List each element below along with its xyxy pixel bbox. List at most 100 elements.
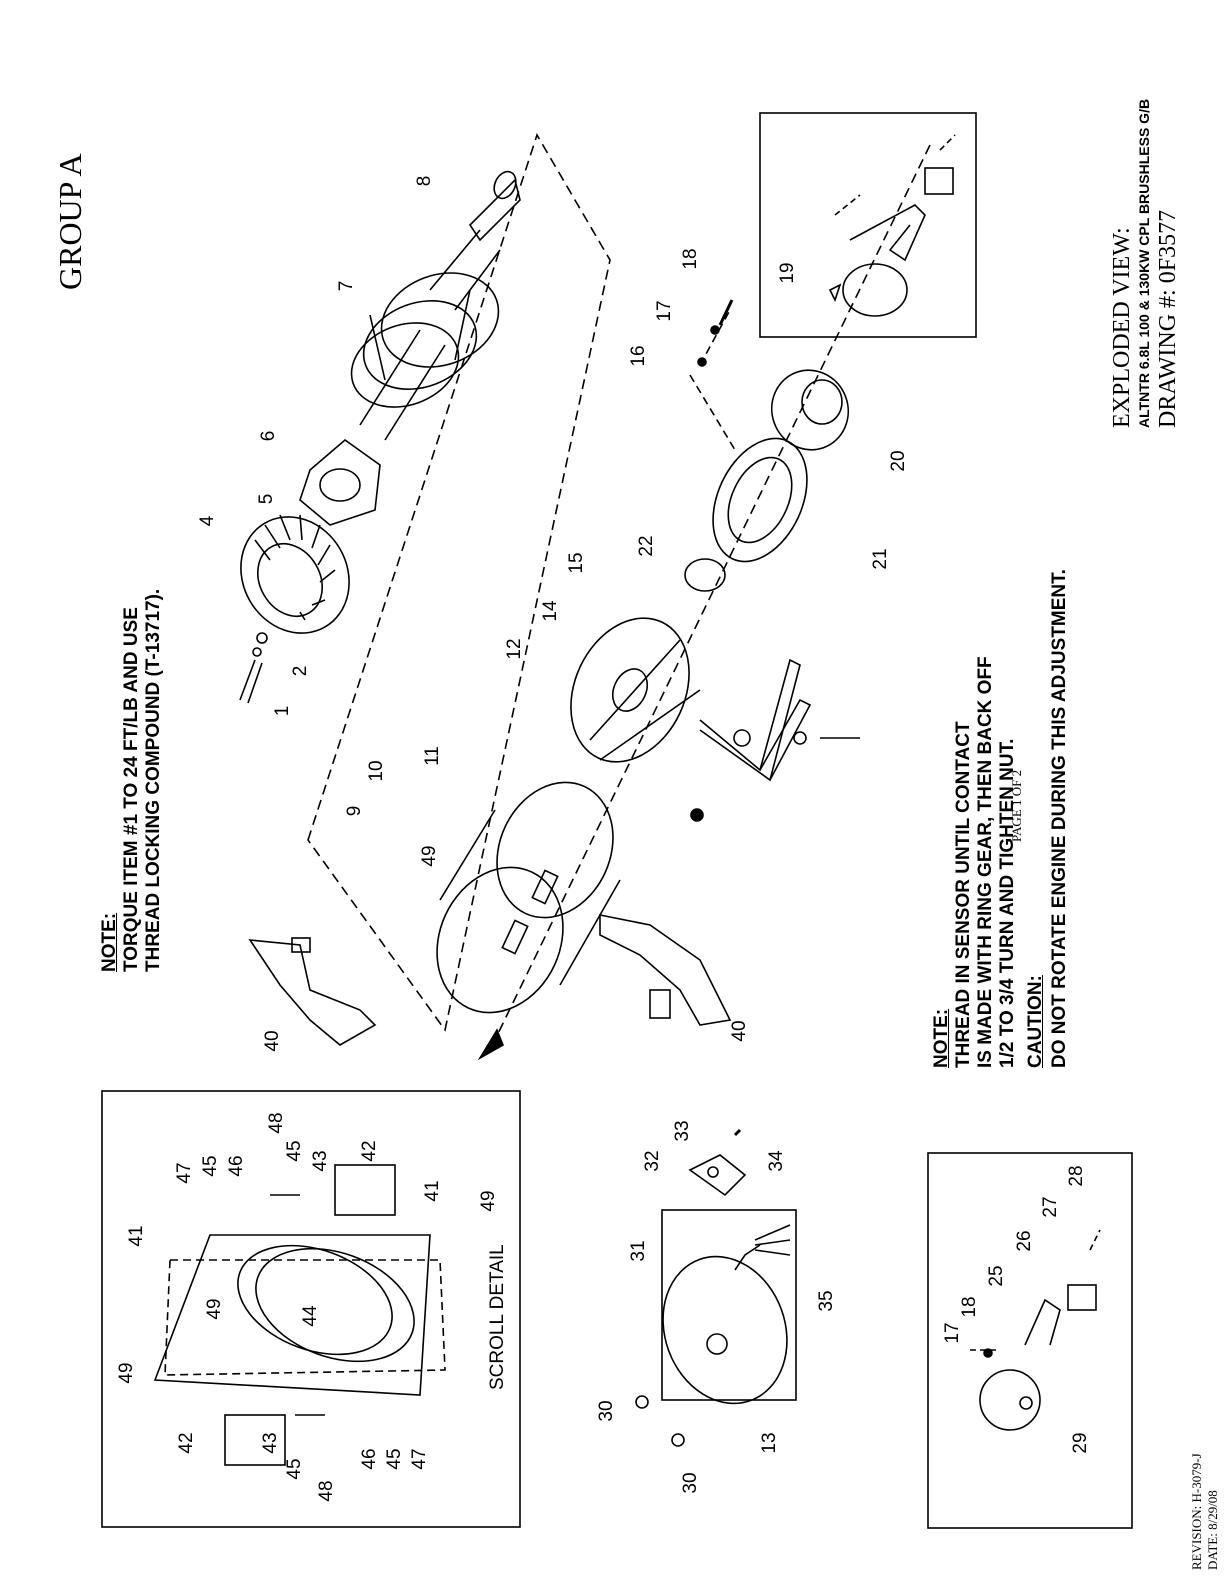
callout-17-bottom: 17 [942,1322,963,1344]
page-number: PAGE 1 OF 2 [1009,769,1024,842]
note-top-heading: NOTE: [99,912,120,972]
callout-45-c: 45 [200,1155,221,1177]
callout-20: 20 [888,450,909,472]
callout-6: 6 [258,430,279,442]
callout-14: 14 [540,600,561,622]
sleeve-part [684,558,726,592]
callout-40-top: 40 [262,1030,283,1052]
callout-1: 1 [272,705,293,717]
callout-49-b: 49 [204,1298,225,1320]
callout-49-a: 49 [116,1362,137,1384]
callout-7: 7 [336,280,357,292]
callout-46-b: 46 [226,1155,247,1177]
rotor-part [350,272,500,408]
brush-box-bottom-parts [970,1229,1101,1431]
callout-5: 5 [256,493,277,505]
callout-16: 16 [628,345,649,367]
callout-30-a: 30 [596,1400,617,1422]
callout-9: 9 [344,805,365,817]
scroll-detail-parts [153,1164,446,1466]
callout-12: 12 [504,638,525,660]
axis-line [489,144,931,1051]
bearing-part [770,369,850,451]
callout-15: 15 [566,552,587,574]
callout-42-bottom: 42 [359,1140,380,1162]
callout-26: 26 [1014,1230,1035,1252]
callout-47-a: 47 [409,1448,430,1470]
callout-45-d: 45 [284,1140,305,1162]
callout-34: 34 [766,1150,787,1172]
note-sensor-heading: NOTE: [931,1008,952,1068]
caution-heading: CAUTION: [1025,975,1046,1068]
brush-box-top-parts [828,134,956,317]
scroll-detail-label: SCROLL DETAIL [487,1244,508,1390]
bolt-part [239,632,268,704]
exploded-view-label: EXPLODED VIEW: [1109,227,1135,428]
callout-8: 8 [414,175,435,187]
callout-43-top: 43 [260,1432,281,1454]
callout-45-b: 45 [384,1448,405,1470]
clamp-part [688,1128,747,1197]
stator-housing-part [436,781,621,1014]
callout-4: 4 [197,515,218,527]
drawing-number: DRAWING #: 0F3577 [1155,209,1181,428]
group-heading: GROUP A [52,153,88,290]
callout-48-a: 48 [316,1480,337,1502]
callout-27: 27 [1040,1196,1061,1218]
callout-2: 2 [290,665,311,677]
callout-42-top: 42 [176,1432,197,1454]
exciter-ring-part [712,437,808,563]
callout-11: 11 [422,746,443,766]
axis-arrowhead [477,1028,505,1061]
callout-33: 33 [672,1120,693,1142]
assembly-dashed-outline [307,133,611,1032]
note-sensor-line1: THREAD IN SENSOR UNTIL CONTACT [953,721,974,1068]
callout-35: 35 [816,1290,837,1312]
end-bracket-part [570,617,701,763]
shaft-part [359,170,521,441]
note-top-heading-text: NOTE: [99,912,120,972]
product-title: ALTNTR 6.8L 100 & 130KW CPL BRUSHLESS G/… [1136,98,1152,428]
callout-48-b: 48 [266,1112,287,1134]
callout-31: 31 [628,1240,649,1262]
scroll-half-top [248,937,377,1046]
sensor-detail-box [661,1209,797,1401]
hub-part [299,438,381,526]
caution-text: DO NOT ROTATE ENGINE DURING THIS ADJUSTM… [1049,569,1070,1068]
scroll-half-bottom [599,914,732,1026]
note-sensor-line2: IS MADE WITH RING GEAR, THEN BACK OFF [975,656,996,1068]
caution-heading-text: CAUTION: [1025,975,1046,1068]
callout-25: 25 [986,1265,1007,1287]
hardware-leader [689,309,736,451]
callout-17: 17 [654,300,675,322]
callout-47-b: 47 [174,1162,195,1184]
screw-18 [718,299,734,326]
callout-49-main: 49 [419,845,440,867]
note-sensor-heading-text: NOTE: [931,1008,952,1068]
callout-41-top: 41 [126,1225,147,1247]
callout-29: 29 [1070,1432,1091,1454]
callout-40-bottom: 40 [729,1020,750,1042]
callout-41-bottom: 41 [422,1180,443,1202]
fan-part [240,514,350,634]
callout-19: 19 [777,262,798,284]
callout-45-a: 45 [284,1458,305,1480]
revision-date: DATE: 8/29/08 [1205,1490,1220,1570]
callout-32: 32 [642,1150,663,1172]
callout-43-bottom: 43 [310,1150,331,1172]
callout-18-bottom: 18 [959,1296,980,1318]
sensor-detail-parts [635,1224,791,1447]
callout-21: 21 [870,548,891,570]
revision: REVISION: H-3079-J [1189,1453,1204,1570]
callout-22: 22 [636,535,657,557]
brush-detail-box-bottom [927,1152,1133,1529]
callout-44: 44 [300,1305,321,1327]
callout-49-c: 49 [478,1190,499,1212]
callout-30-b: 30 [680,1472,701,1494]
callout-18: 18 [680,248,701,270]
washer-17 [710,325,720,335]
callout-28: 28 [1066,1165,1087,1187]
callout-13: 13 [759,1432,780,1454]
brush-detail-box-top [759,112,977,338]
